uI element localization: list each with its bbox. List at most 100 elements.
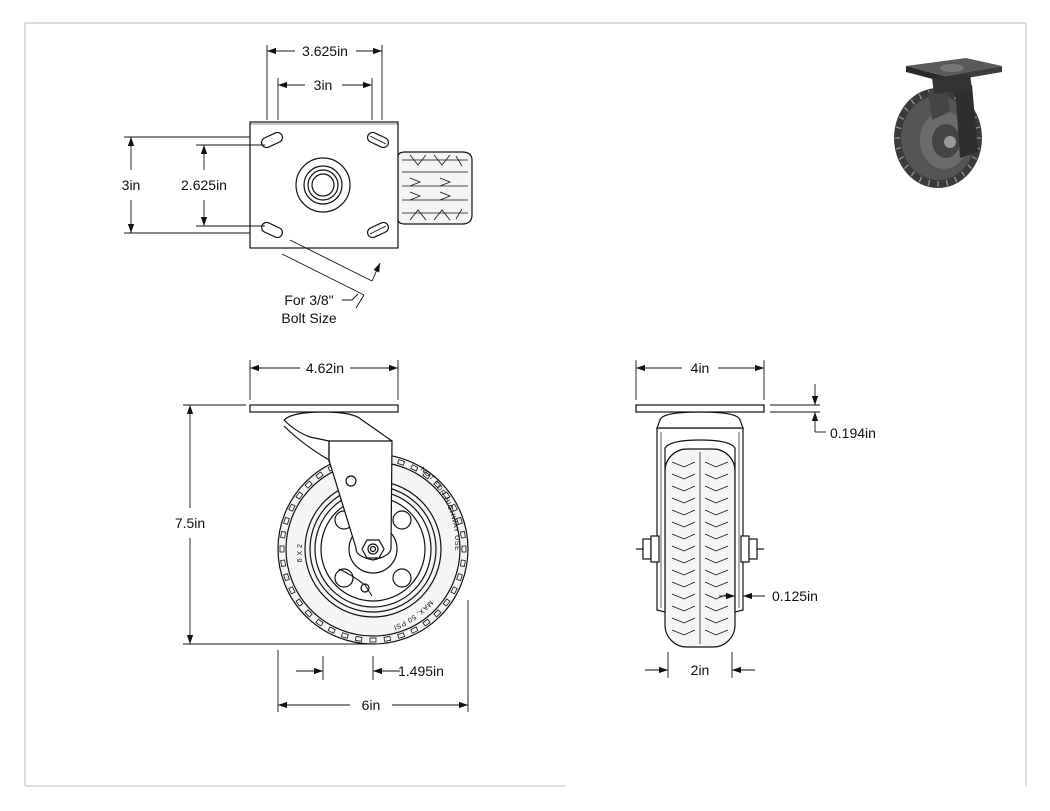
- dim-top-height-inner: 2.625in: [181, 177, 227, 193]
- side-view-axle: [636, 535, 764, 563]
- top-view-dimension-labels: 3.625in 3in 3in 2.625in For 3/8" Bolt Si…: [118, 42, 355, 326]
- iso-tread-mark: [903, 164, 909, 169]
- tread-block: [383, 635, 391, 642]
- iso-tread-mark: [927, 179, 931, 186]
- dim-wheel-width: 2in: [691, 662, 710, 678]
- side-tread-chevron: [671, 557, 729, 564]
- tread-block: [288, 586, 296, 595]
- tread-block: [315, 471, 324, 480]
- isometric-render: [894, 58, 1002, 188]
- tread-block: [280, 559, 287, 567]
- side-tread-chevron: [671, 533, 729, 540]
- side-tread-chevron: [671, 569, 729, 576]
- side-tread-chevron: [671, 473, 729, 480]
- tread-block: [283, 573, 290, 582]
- tread-block: [315, 618, 324, 627]
- iso-tread-mark: [967, 164, 973, 169]
- dim-plate-thickness: 0.194in: [830, 425, 876, 441]
- tread-block: [456, 516, 463, 525]
- dim-side-plate-width: 4in: [691, 360, 710, 376]
- tread-block: [461, 545, 467, 553]
- dim-wheel-clearance: 0.125in: [772, 588, 818, 604]
- tread-block: [355, 635, 363, 642]
- iso-tread-mark: [910, 99, 915, 105]
- iso-tread-mark: [898, 116, 905, 120]
- side-view-dimension-labels: 4in 0.194in 0.125in 2in: [682, 359, 876, 678]
- side-tread-chevron: [671, 461, 729, 468]
- tread-block: [327, 626, 336, 634]
- tread-block: [433, 480, 442, 489]
- dim-top-width-inner: 3in: [314, 77, 333, 93]
- tread-block: [340, 632, 349, 639]
- dim-top-height-outer: 3in: [122, 177, 141, 193]
- top-view-dimensions: [124, 45, 383, 309]
- tread-block: [279, 545, 285, 553]
- side-view: [635, 404, 765, 648]
- front-view-dimension-labels: 4.62in 7.5in 1.495in 6in: [168, 359, 444, 714]
- iso-tread-mark: [898, 156, 905, 160]
- tread-block: [450, 586, 458, 595]
- tread-block: [459, 559, 466, 567]
- side-tread-chevron: [671, 629, 729, 636]
- tread-block: [283, 516, 290, 525]
- side-tread-chevron: [671, 545, 729, 552]
- top-plate: [249, 121, 399, 249]
- tread-block: [410, 464, 419, 472]
- side-view-wheel: [664, 448, 736, 648]
- side-tread-chevron: [671, 581, 729, 588]
- iso-tread-mark: [918, 176, 923, 183]
- tread-block: [442, 598, 451, 607]
- front-view-axle-nut: [361, 539, 385, 559]
- tread-block: [459, 531, 466, 539]
- side-view-plate: [635, 404, 765, 413]
- side-view-fork: [656, 411, 744, 613]
- dim-top-width-outer: 3.625in: [302, 43, 348, 59]
- top-view: [249, 121, 473, 249]
- tread-block: [369, 637, 377, 643]
- bolt-slots: [260, 131, 390, 239]
- front-view-dimensions: [183, 360, 469, 712]
- side-tread-chevron: [671, 521, 729, 528]
- tread-block: [295, 598, 304, 607]
- dim-offset: 1.495in: [398, 663, 444, 679]
- tread-block: [456, 573, 463, 582]
- sheet-border: [24, 22, 1027, 787]
- iso-tread-mark: [895, 146, 902, 150]
- side-tread-chevron: [671, 617, 729, 624]
- tread-block: [422, 618, 431, 627]
- iso-tread-mark: [945, 179, 949, 186]
- tread-block: [450, 503, 458, 512]
- tread-block: [280, 531, 287, 539]
- tread-block: [422, 471, 431, 480]
- bolt-note-line2: Bolt Size: [281, 310, 336, 326]
- tread-block: [442, 491, 451, 500]
- iso-tread-mark: [971, 156, 978, 160]
- side-tread-chevron: [671, 509, 729, 516]
- front-view: [249, 404, 469, 645]
- tread-block: [410, 626, 419, 634]
- tire-text-size: 6 X 2: [297, 544, 304, 563]
- side-view-dimensions: [635, 360, 826, 678]
- iso-tread-mark: [918, 93, 923, 100]
- tread-block: [304, 609, 313, 618]
- dim-overall-height: 7.5in: [175, 515, 205, 531]
- tread-block: [397, 632, 406, 639]
- bolt-note-line1: For 3/8": [284, 292, 333, 308]
- front-view-fork: [283, 411, 393, 561]
- iso-tread-mark: [961, 171, 966, 177]
- side-tread-chevron: [671, 485, 729, 492]
- top-view-wheel: [397, 151, 473, 225]
- side-tread-chevron: [671, 605, 729, 612]
- iso-tread-mark: [953, 176, 958, 183]
- front-view-plate: [249, 404, 399, 413]
- tread-block: [397, 459, 406, 466]
- iso-tread-mark: [895, 126, 902, 130]
- iso-tread-mark: [910, 171, 915, 177]
- tread-block: [288, 503, 296, 512]
- tread-block: [433, 609, 442, 618]
- tread-block: [295, 491, 304, 500]
- dim-plate-width: 4.62in: [306, 360, 344, 376]
- side-tread-chevron: [671, 497, 729, 504]
- iso-tread-mark: [903, 107, 909, 112]
